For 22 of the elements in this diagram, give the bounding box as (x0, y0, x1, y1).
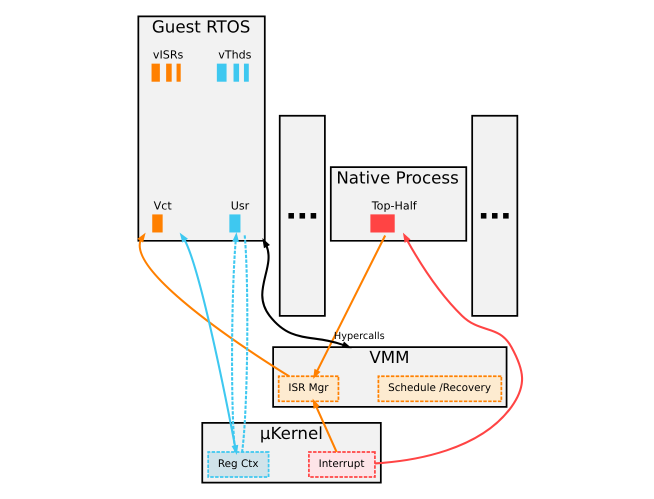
node-label: Top-Half (371, 199, 416, 212)
node-label: Usr (230, 199, 249, 212)
node-box: Schedule /Recovery (377, 375, 502, 402)
node-label: Vct (153, 199, 172, 212)
node-label: vThds (218, 48, 251, 62)
node-box: ISR Mgr (277, 375, 339, 402)
node-box (370, 214, 394, 232)
arrow (230, 232, 239, 452)
edge-label: Hypercalls (333, 330, 384, 342)
arrow (312, 235, 386, 379)
node-box: Reg Ctx (206, 451, 269, 478)
node-label: vISRs (152, 48, 183, 62)
connector (240, 235, 248, 452)
node-box (278, 114, 326, 317)
node-box: Interrupt (308, 451, 376, 478)
node-box (152, 214, 162, 232)
arrow (312, 398, 338, 452)
arrow (260, 238, 352, 348)
node-box (470, 114, 518, 317)
arrow (374, 232, 523, 464)
arrow (136, 232, 290, 378)
node-box (228, 214, 240, 232)
